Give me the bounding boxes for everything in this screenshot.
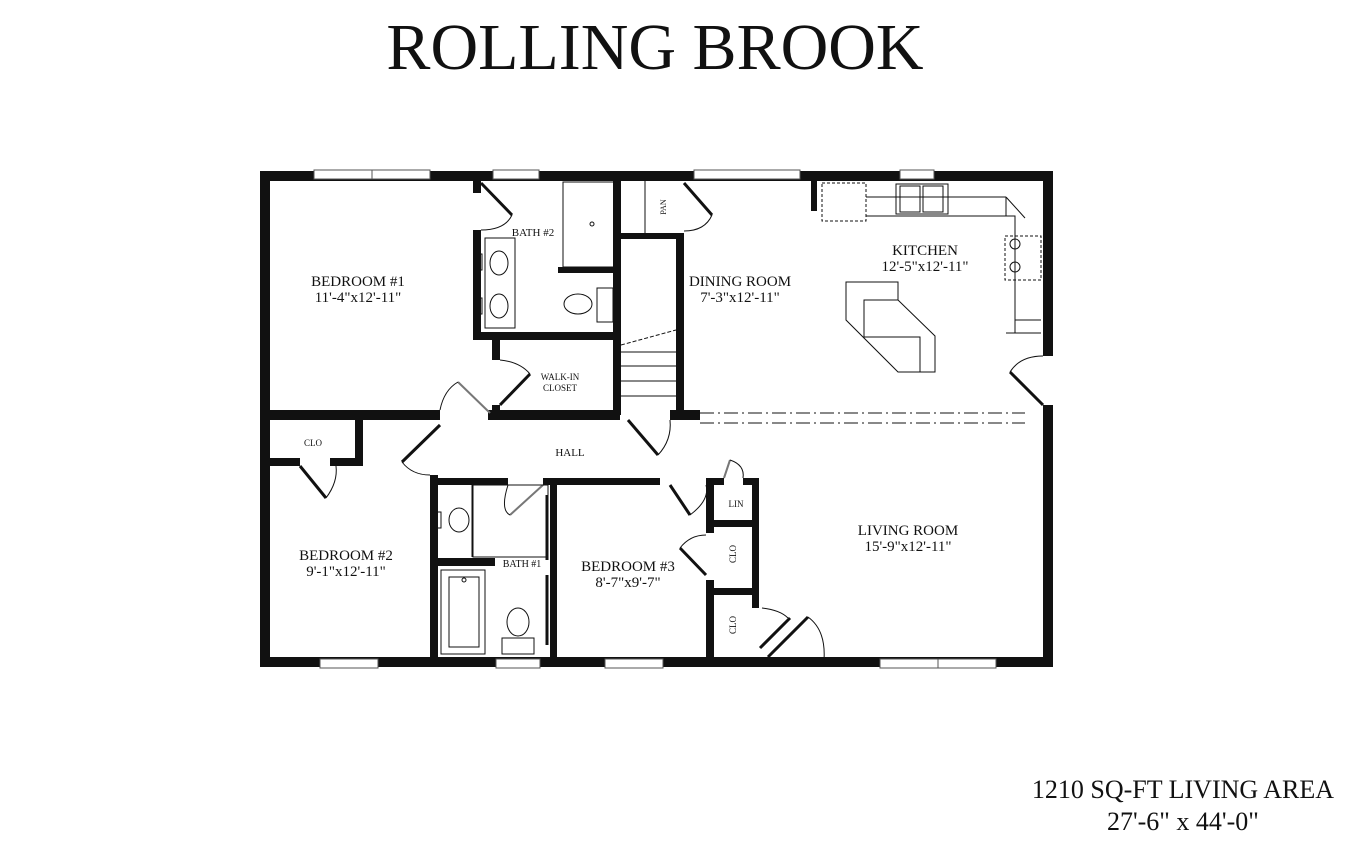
bedroom2-name: BEDROOM #2 <box>299 548 393 564</box>
closet-a-label: CLO <box>728 544 738 563</box>
living-room-name: LIVING ROOM <box>858 523 958 539</box>
bath2-label: BATH #2 <box>512 227 554 239</box>
closet-b-label: CLO <box>728 615 738 634</box>
kitchen-name: KITCHEN <box>892 243 958 259</box>
bedroom3-name: BEDROOM #3 <box>581 559 675 575</box>
bedroom2-closet-label: CLO <box>304 438 323 448</box>
dining-room-name: DINING ROOM <box>689 274 791 290</box>
overall-dimensions: 27'-6" x 44'-0" <box>1106 807 1259 836</box>
walkin-closet-label-2: CLOSET <box>543 383 578 393</box>
fixtures <box>434 181 1042 655</box>
interior-walls <box>270 181 817 667</box>
living-area: 1210 SQ-FT LIVING AREA <box>1031 775 1334 804</box>
windows <box>313 169 997 669</box>
room-labels: BEDROOM #1 11'-4"x12'-11" BATH #2 WALK-I… <box>299 199 968 634</box>
living-room-dims: 15'-9"x12'-11" <box>864 539 951 555</box>
linen-label: LIN <box>729 499 744 509</box>
hall-label: HALL <box>555 447 585 459</box>
bedroom1-name: BEDROOM #1 <box>311 274 405 290</box>
plan-title: ROLLING BROOK <box>386 11 924 84</box>
bedroom3-dims: 8'-7"x9'-7" <box>595 575 660 591</box>
bath1-label: BATH #1 <box>503 559 542 570</box>
bedroom2-dims: 9'-1"x12'-11" <box>306 564 386 580</box>
dining-room-dims: 7'-3"x12'-11" <box>700 290 780 306</box>
bedroom1-dims: 11'-4"x12'-11" <box>315 290 402 306</box>
plan-summary: 1210 SQ-FT LIVING AREA 27'-6" x 44'-0" <box>1032 774 1334 838</box>
walkin-closet-label-1: WALK-IN <box>541 372 580 382</box>
kitchen-dims: 12'-5"x12'-11" <box>881 259 968 275</box>
pantry-label: PAN <box>659 199 668 214</box>
door-swings <box>298 181 1045 661</box>
